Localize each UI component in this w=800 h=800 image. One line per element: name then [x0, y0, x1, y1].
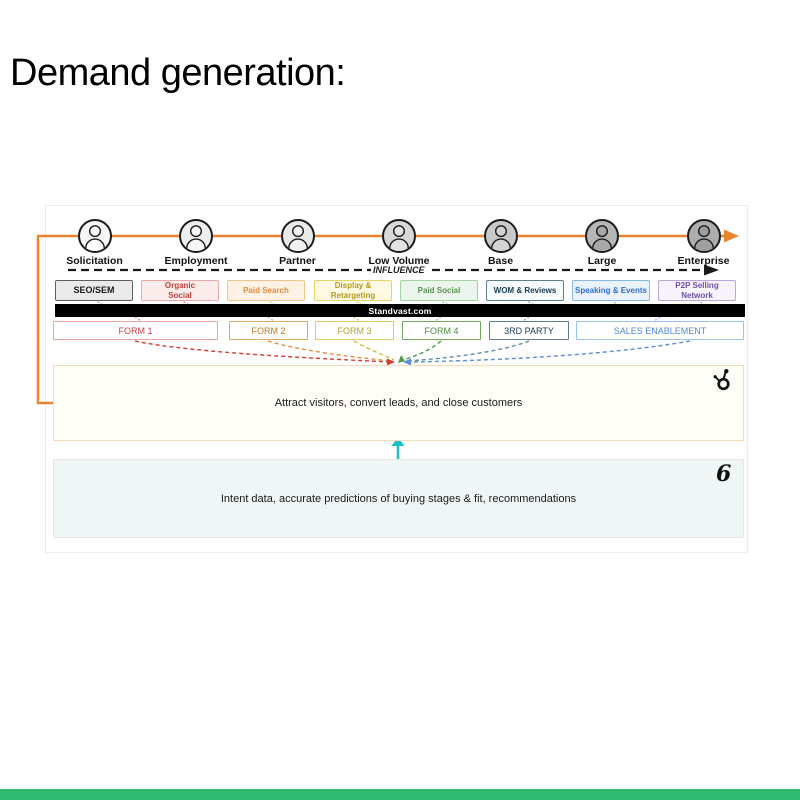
form-4-box: FORM 4: [402, 321, 481, 340]
form-label: FORM 1: [118, 325, 153, 336]
person-icon: [490, 225, 511, 251]
channel-label: Paid Search: [243, 285, 289, 295]
form-2-box: FORM 2: [229, 321, 308, 340]
avatar-partner: [280, 219, 315, 253]
channel-seo-sem: SEO/SEM: [55, 280, 133, 301]
form-label: FORM 4: [424, 325, 459, 336]
person-icon: [693, 225, 714, 251]
channel-paid-social: Paid Social: [400, 280, 478, 301]
channel-display-retargeting: Display & Retargeting: [314, 280, 392, 301]
form-label: 3RD PARTY: [504, 325, 554, 336]
sales-enablement-box: SALES ENABLEMENT: [576, 321, 744, 340]
avatar-employment: [179, 219, 213, 253]
channel-organic-social: Organic Social: [141, 280, 219, 301]
channel-label: WOM & Reviews: [493, 285, 557, 295]
hubspot-sprocket-icon: [713, 369, 730, 391]
person-icon: [84, 225, 105, 251]
channel-label: P2P Selling Network: [675, 281, 719, 300]
person-icon: [389, 225, 409, 251]
form-3-box: FORM 3: [315, 321, 394, 340]
sixsense-logo-icon: 6: [716, 461, 732, 487]
avatar-enterprise: [686, 219, 721, 253]
avatar-solicitation: [77, 219, 112, 253]
segment-label-solicitation: Solicitation: [66, 255, 123, 267]
segment-label-enterprise: Enterprise: [677, 255, 730, 267]
form-label: SALES ENABLEMENT: [613, 325, 707, 336]
channel-paid-search: Paid Search: [227, 280, 305, 301]
avatar-base: [483, 219, 518, 253]
channel-label: Organic Social: [164, 281, 196, 300]
website-label: Standvast.com: [368, 305, 432, 316]
channel-speaking-events: Speaking & Events: [572, 280, 650, 301]
page-title: Demand generation:: [10, 52, 346, 94]
segment-label-base: Base: [487, 255, 514, 267]
channel-label: SEO/SEM: [73, 285, 115, 296]
channel-p2p-selling-network: P2P Selling Network: [658, 280, 736, 301]
channel-label: Display & Retargeting: [330, 281, 376, 300]
form-label: FORM 2: [251, 325, 286, 336]
segment-label-large: Large: [587, 255, 617, 267]
influence-label: INFLUENCE: [371, 264, 427, 275]
form-label: FORM 3: [337, 325, 372, 336]
third-party-box: 3RD PARTY: [489, 321, 569, 340]
website-bar: Standvast.com: [55, 304, 745, 317]
channel-label: Speaking & Events: [574, 285, 648, 295]
avatar-large: [585, 219, 619, 253]
channel-wom-reviews: WOM & Reviews: [486, 280, 564, 301]
intent-box-text: Intent data, accurate predictions of buy…: [220, 492, 577, 505]
segment-label-partner: Partner: [279, 255, 316, 267]
intent-box: Intent data, accurate predictions of buy…: [53, 459, 744, 538]
crm-box: Attract visitors, convert leads, and clo…: [53, 365, 744, 441]
avatar-low-volume: [382, 219, 416, 253]
person-icon: [186, 225, 206, 251]
segment-label-employment: Employment: [164, 255, 228, 267]
crm-box-text: Attract visitors, convert leads, and clo…: [274, 397, 523, 409]
channel-label: Paid Social: [417, 285, 461, 295]
form-1-box: FORM 1: [53, 321, 218, 340]
person-icon: [287, 225, 308, 251]
person-icon: [592, 225, 612, 251]
footer-accent-bar: [0, 789, 800, 800]
